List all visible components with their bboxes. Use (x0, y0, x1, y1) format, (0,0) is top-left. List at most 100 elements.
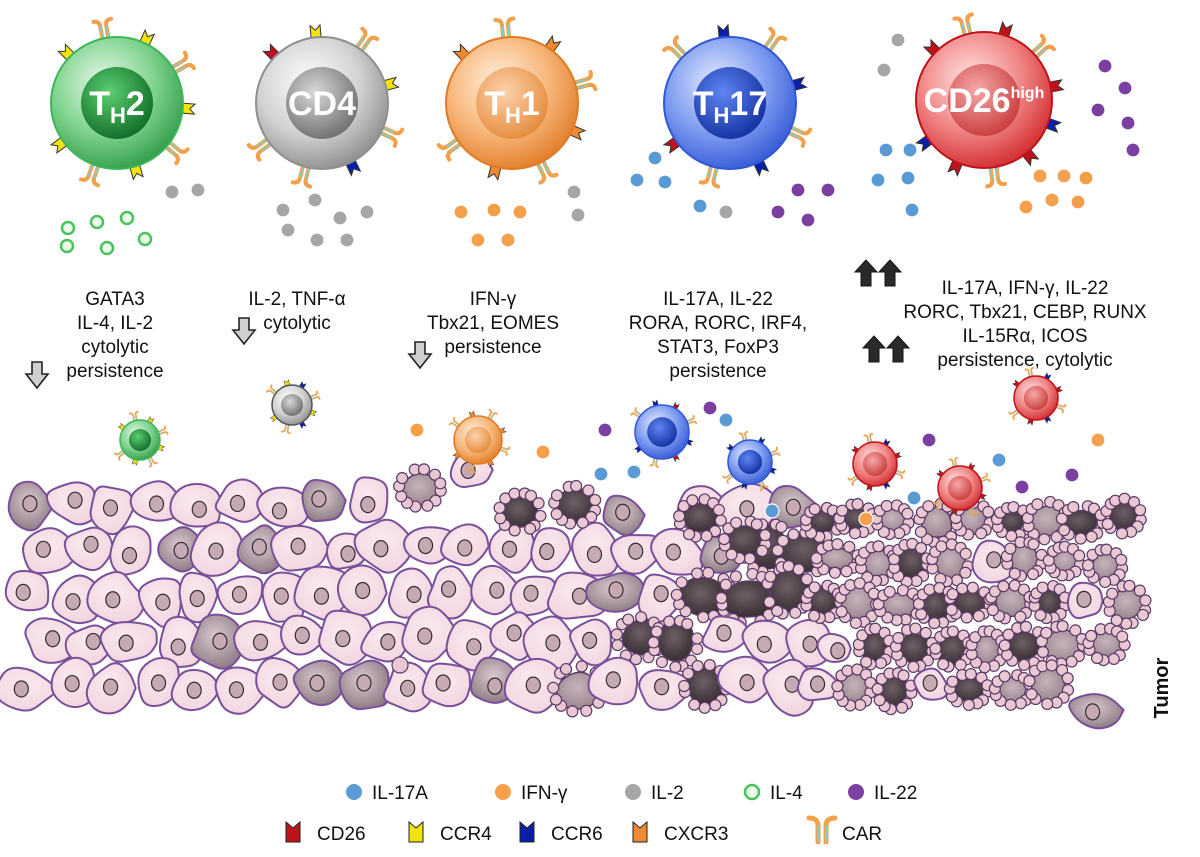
cytokine-dot (718, 204, 734, 220)
tumor-cell (89, 485, 134, 536)
description-line: RORC, Tbx21, CEBP, RUNX (903, 302, 1147, 323)
infiltrating-t-cell (630, 399, 698, 469)
tumor-cell (985, 579, 1037, 625)
legend-item-il-4: IL-4 (743, 783, 803, 804)
cytokine-dot (500, 232, 516, 248)
legend-item-il-2: IL-2 (625, 783, 684, 804)
increase-arrow-icon (853, 259, 879, 287)
tumor-cell (610, 611, 668, 666)
decrease-arrow-icon (24, 361, 50, 390)
cytokine-dot (1090, 432, 1106, 448)
description-line: cytolytic (81, 337, 149, 358)
tumor-cell (926, 538, 974, 588)
tumor-cell (610, 534, 664, 575)
infiltrating-cells (113, 366, 1106, 527)
cytokine-dot (904, 202, 920, 218)
tumor-cell (637, 573, 689, 623)
tumor-cell (569, 618, 613, 667)
tumor-cell (401, 605, 460, 663)
tumor-cell (178, 571, 219, 624)
receptor-icon (285, 820, 301, 843)
description-line: IFN-γ (470, 289, 517, 310)
tumor-cell (129, 480, 183, 522)
cytokine-dot (512, 204, 528, 220)
cell-th1: TH1 (436, 16, 598, 185)
cytokine-dot (626, 464, 642, 480)
legend-label: CD26 (317, 824, 366, 845)
legend-label: IL-17A (372, 783, 428, 804)
cytokine-dot (902, 142, 918, 158)
description-line: persistence (669, 361, 766, 382)
tumor-cell (137, 577, 183, 629)
legend-item-ccr4: CCR4 (408, 820, 492, 845)
cytokine-dot (190, 182, 206, 198)
cytokine-dot (1117, 80, 1133, 96)
tumor-cell (587, 656, 639, 706)
infiltrating-t-cell (448, 408, 511, 474)
cytokine-dot (1090, 102, 1106, 118)
infiltrating-t-cell (265, 379, 321, 435)
tumor-cell (360, 620, 410, 663)
tumor-cell (965, 625, 1010, 674)
cytokine-dot (692, 198, 708, 214)
tumor-cell (382, 661, 437, 713)
increase-arrow-icon (885, 335, 911, 363)
legend-swatch (495, 784, 511, 800)
tumor-cell (86, 570, 148, 625)
cell-label-th1: TH1 (484, 85, 540, 128)
cytokine-dot (119, 210, 135, 226)
tumor-cell (1028, 579, 1072, 625)
tumor-cell (349, 476, 389, 524)
cytokine-dot (359, 204, 375, 220)
tumor-cell (1082, 622, 1131, 667)
decrease-arrow-icon (407, 341, 433, 370)
tumor-cell (701, 615, 753, 653)
cytokine-dot (657, 174, 673, 190)
car-icon (806, 815, 838, 845)
cytokine-dot (1044, 192, 1060, 208)
legend-label: IL-4 (770, 783, 803, 804)
cytokine-dot (332, 210, 348, 226)
tumor-cell (99, 621, 158, 663)
tumor-cell (256, 486, 312, 528)
cytokine-dot (453, 204, 469, 220)
cytokine-dot (275, 202, 291, 218)
tumor-cell (421, 662, 472, 708)
tumor-cell (929, 625, 976, 673)
legend-swatch (848, 784, 864, 800)
cytokine-dot (991, 452, 1007, 468)
tumor-cell (1000, 536, 1048, 583)
tumor-cell (943, 667, 995, 712)
cytokine-dot (1078, 170, 1094, 186)
tumor-cell (673, 493, 727, 543)
tumor-cell (647, 614, 704, 674)
tumor-cell (1055, 500, 1109, 545)
tumor-cell (170, 669, 222, 712)
cytokine-dot (870, 172, 886, 188)
tumor-cell (509, 575, 557, 617)
cytokine-dot (409, 422, 425, 438)
decrease-arrow-icon (231, 317, 257, 346)
tumor-cell (831, 663, 877, 712)
tumor-cell (1021, 495, 1073, 546)
cytokine-dot (593, 466, 609, 482)
description-line: IL-4, IL-2 (77, 313, 153, 334)
cytokine-dot (307, 192, 323, 208)
cell-cd4: CD4 (246, 23, 405, 189)
cytokine-dot (99, 240, 115, 256)
cytokine-dot (339, 232, 355, 248)
tumor-cell (870, 499, 915, 541)
cell-label-cd4: CD4 (288, 85, 356, 123)
tumor-cell (109, 525, 152, 576)
tumor-cell (214, 478, 266, 523)
tumor-cell (678, 659, 733, 714)
tumor-cell (1023, 659, 1075, 711)
tumor-cell (530, 527, 572, 573)
tumor-cell (4, 570, 50, 612)
tumor-tissue (0, 449, 1152, 730)
